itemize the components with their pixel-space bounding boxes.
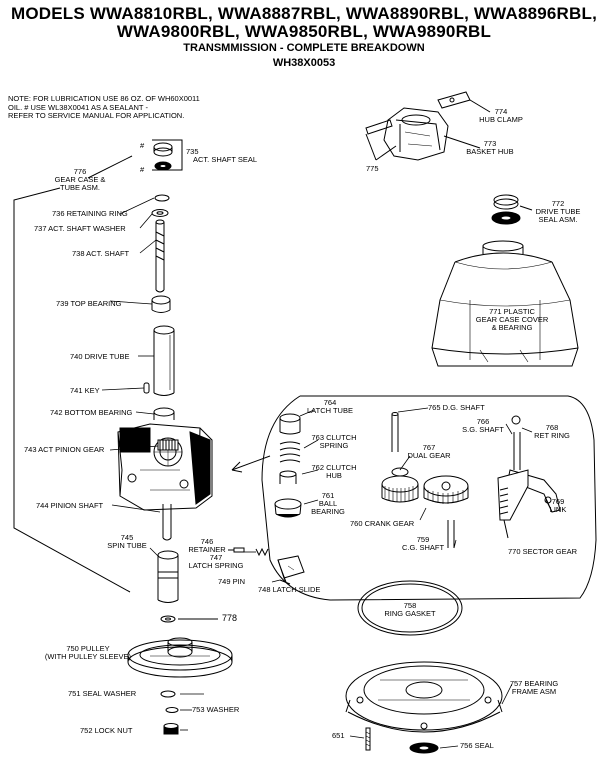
spin-tube-drawing <box>157 550 179 603</box>
bearing-frame-drawing <box>345 661 503 733</box>
note-line-1: NOTE: FOR LUBRICATION USE 86 OZ. OF WH60… <box>8 94 200 103</box>
label-745: 745 SPIN TUBE <box>107 533 147 550</box>
dg-shaft-drawing <box>391 412 399 452</box>
pinion-gear-drawing <box>157 439 179 451</box>
label-748: 748 LATCH SLIDE <box>258 585 321 594</box>
seal-756-drawing <box>409 742 439 754</box>
label-758: 758 RING GASKET <box>384 601 436 618</box>
label-759: 759 C.G. SHAFT <box>401 535 445 552</box>
label-769: 769 LINK <box>549 497 567 514</box>
label-765: 765 D.G. SHAFT <box>428 403 485 412</box>
diagram-subtitle: TRANSMMISSION - COMPLETE BREAKDOWN <box>183 42 425 54</box>
label-773: 773 BASKET HUB <box>466 139 514 156</box>
label-751: 751 SEAL WASHER <box>68 689 137 698</box>
label-738: 738 ACT. SHAFT <box>72 249 130 258</box>
label-651: 651 <box>332 731 345 740</box>
label-737: 737 ACT. SHAFT WASHER <box>34 224 126 233</box>
label-735: 735 <box>186 147 199 156</box>
retaining-ring-drawing <box>154 194 170 202</box>
pinion-shaft-drawing <box>162 504 172 541</box>
gear-case-body-drawing <box>117 423 213 511</box>
leader-lines <box>101 197 553 749</box>
label-746: 746 RETAINER <box>188 537 226 554</box>
label-770: 770 SECTOR GEAR <box>508 547 578 556</box>
label-766: 766 S.G. SHAFT <box>462 417 504 434</box>
retainer-drawing <box>228 547 245 553</box>
act-shaft-washer-drawing <box>151 209 169 217</box>
act-shaft-drawing <box>155 219 165 293</box>
label-749: 749 PIN <box>218 577 246 586</box>
models-title-line-2: WWA9800RBL, WWA9850RBL, WWA9890RBL <box>116 22 492 41</box>
label-742: 742 BOTTOM BEARING <box>50 408 133 417</box>
sg-shaft-drawing <box>513 432 521 470</box>
label-772: 772 DRIVE TUBE SEAL ASM. <box>535 199 581 224</box>
dual-gear-drawing <box>381 467 419 503</box>
ring-gasket-drawing <box>357 580 463 636</box>
sector-gear-drawing <box>497 469 529 539</box>
pulley-drawing <box>127 637 233 678</box>
label-743: 743 ACT PINION GEAR <box>24 445 105 454</box>
key-drawing <box>143 382 150 394</box>
label-767: 767 DUAL GEAR <box>407 443 451 460</box>
label-741: 741 KEY <box>70 386 100 395</box>
hash-mark-1: # <box>140 141 145 150</box>
clutch-hub-drawing <box>279 470 297 484</box>
label-768: 768 RET RING <box>534 423 570 440</box>
diagram-part-number: WH38X0053 <box>272 57 336 69</box>
label-744: 744 PINION SHAFT <box>36 501 104 510</box>
label-763: 763 CLUTCH SPRING <box>311 433 357 450</box>
hash-mark-2: # <box>140 165 145 174</box>
label-757: 757 BEARING FRAME ASM <box>509 679 559 696</box>
washer-778-drawing <box>160 615 218 623</box>
label-736: 736 RETAINING RING <box>52 209 128 218</box>
lubrication-note: NOTE: FOR LUBRICATION USE 86 OZ. OF WH60… <box>8 94 200 121</box>
label-760: 760 CRANK GEAR <box>350 519 415 528</box>
shaft-seal-drawing <box>153 142 173 171</box>
cg-shaft-drawing <box>447 520 455 548</box>
label-762: 762 CLUTCH HUB <box>311 463 357 480</box>
label-747: 747 LATCH SPRING <box>188 553 244 570</box>
label-776: 776 GEAR CASE & TUBE ASM. <box>54 167 106 192</box>
drive-tube-drawing <box>153 325 175 396</box>
gear-case-bracket <box>13 155 133 593</box>
label-756: 756 SEAL <box>460 741 494 750</box>
ret-ring-drawing <box>511 415 521 425</box>
latch-tube-drawing <box>279 413 301 435</box>
label-739: 739 TOP BEARING <box>56 299 122 308</box>
basket-hub-drawing <box>383 107 481 161</box>
washer-753-drawing <box>165 707 179 713</box>
label-771: 771 PLASTIC GEAR CASE COVER & BEARING <box>475 307 549 332</box>
lock-nut-drawing <box>163 723 179 735</box>
shaft-seal-bracket <box>152 139 183 171</box>
label-775: 775 <box>366 164 379 173</box>
hub-clamp-drawing <box>437 91 491 113</box>
label-764: 764 LATCH TUBE <box>307 398 353 415</box>
drive-tube-seal-drawing <box>491 194 533 225</box>
label-752: 752 LOCK NUT <box>80 726 133 735</box>
bottom-bearing-drawing <box>153 407 175 420</box>
label-735-text: ACT. SHAFT SEAL <box>193 155 258 164</box>
models-title-line-1: MODELS WWA8810RBL, WWA8887RBL, WWA8890RB… <box>10 4 598 23</box>
note-line-2: OIL. # USE WL38X0041 AS A SEALANT - <box>8 102 148 112</box>
label-774: 774 HUB CLAMP <box>479 107 523 124</box>
latch-spring-drawing <box>255 547 269 557</box>
ball-bearing-drawing <box>274 498 302 518</box>
clutch-spring-drawing <box>279 441 301 463</box>
gear-case-cover-drawing <box>431 240 579 367</box>
label-761: 761 BALL BEARING <box>311 491 345 516</box>
label-778: 778 <box>222 613 238 623</box>
gear-subassembly-enclosure <box>231 395 597 601</box>
top-bearing-drawing <box>151 295 171 313</box>
latch-slide-drawing <box>277 555 305 583</box>
screw-651-drawing <box>365 727 371 751</box>
crank-gear-drawing <box>423 475 469 504</box>
bolt-775-drawing <box>365 119 397 161</box>
label-740: 740 DRIVE TUBE <box>70 352 130 361</box>
seal-washer-drawing <box>160 690 176 698</box>
note-line-3: REFER TO SERVICE MANUAL FOR APPLICATION. <box>8 111 185 120</box>
label-753: 753 WASHER <box>192 705 240 714</box>
label-750: 750 PULLEY (WITH PULLEY SLEEVE) <box>44 644 132 661</box>
